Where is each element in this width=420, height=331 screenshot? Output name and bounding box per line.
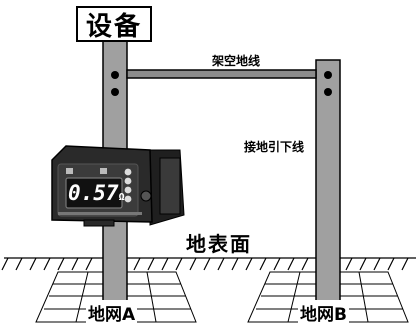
meter-button-1 xyxy=(124,168,132,176)
meter-button-3 xyxy=(124,186,132,194)
meter-reading-value: 0.57 xyxy=(68,181,119,205)
ground-surface-line xyxy=(1,257,416,271)
equipment-sign-text: 设备 xyxy=(85,11,142,42)
meter-button-4 xyxy=(124,195,132,203)
overhead-wire xyxy=(126,69,317,79)
meter-lcd xyxy=(65,177,123,209)
down-lead-label: 接地引下线 xyxy=(244,140,305,154)
equipment-sign: 设备 xyxy=(76,6,152,42)
bolt-right-1 xyxy=(324,71,332,79)
bolt-left-2 xyxy=(111,88,119,96)
ground-surface-label: 地表面 xyxy=(186,232,252,256)
meter-reading-unit: Ω xyxy=(118,192,125,203)
ground-grid-a-label: 地网A xyxy=(86,300,138,325)
bolt-right-2 xyxy=(324,88,332,96)
meter-reading: 0.57Ω xyxy=(68,180,125,206)
right-pole xyxy=(315,59,341,303)
clamp-meter xyxy=(51,145,185,227)
bolt-left-1 xyxy=(111,71,119,79)
ground-grid-b-label: 地网B xyxy=(298,300,349,325)
meter-button-2 xyxy=(124,177,132,185)
overhead-wire-label: 架空地线 xyxy=(212,54,261,68)
